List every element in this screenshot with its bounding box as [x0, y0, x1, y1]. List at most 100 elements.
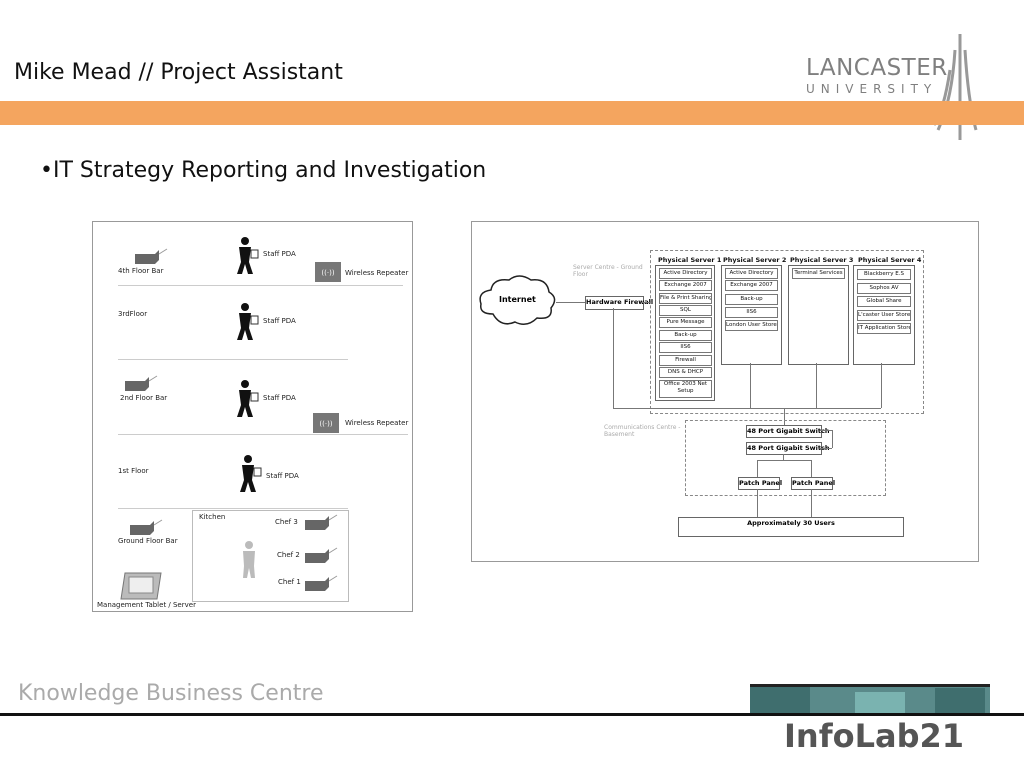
service-box: Back-up [725, 294, 778, 305]
floor-divider [118, 359, 348, 360]
internet-label: Internet [499, 295, 536, 304]
server-3-rack [788, 265, 849, 365]
svg-text:((·)): ((·)) [319, 420, 332, 428]
service-box: Office 2003 Net Setup [659, 380, 712, 398]
floor-divider [118, 508, 348, 509]
logo-sub: UNIVERSITY [806, 82, 938, 96]
connector-line [820, 448, 832, 449]
server-title: Physical Server 4 [858, 256, 922, 264]
comm-centre-zone [685, 420, 886, 496]
wireless-repeater-icon: ((·)) [313, 413, 339, 433]
service-box: Global Share [857, 296, 911, 307]
service-box: Active Directory [659, 268, 712, 279]
network-diagram: Internet Hardware Firewall Server Centre… [471, 221, 979, 562]
lancaster-logo: LANCASTER UNIVERSITY [806, 55, 948, 97]
staff-pda-person-icon [237, 380, 259, 417]
floor-divider [118, 285, 403, 286]
server-title: Physical Server 1 [658, 256, 722, 264]
floor-label: Ground Floor Bar [118, 537, 178, 545]
staff-pda-person-icon [237, 303, 259, 340]
kitchen-area [192, 510, 349, 602]
chef-label: Chef 1 [278, 578, 301, 586]
footer-text: Knowledge Business Centre [18, 681, 324, 706]
service-box: L'caster User Stores [857, 310, 911, 321]
connector-line [811, 460, 812, 477]
management-tablet-icon [120, 572, 162, 600]
connector-line [784, 408, 785, 427]
bar-terminal-icon [130, 519, 163, 535]
comm-centre-label: Communications Centre - Basement [604, 424, 681, 438]
logo-name: LANCASTER [806, 55, 948, 81]
connector-line [816, 363, 817, 408]
wireless-floor-diagram: 4th Floor Bar Staff PDA ((·)) Wireless R… [92, 221, 413, 612]
service-box: Active Directory [725, 268, 778, 279]
floor-label: 1st Floor [118, 467, 149, 475]
connector-line [832, 430, 833, 448]
chef-terminal-icon [305, 547, 338, 563]
service-box: IT Application Stores [857, 323, 911, 334]
bar-terminal-icon [125, 375, 158, 391]
internet-cloud-icon [479, 275, 556, 325]
service-box: Terminal Services [792, 268, 845, 279]
bar-terminal-icon [135, 248, 168, 264]
floor-label: 3rdFloor [118, 310, 148, 318]
chef-person-icon [243, 541, 255, 578]
service-box: File & Print Sharing [659, 293, 712, 304]
service-box: DNS & DHCP [659, 367, 712, 378]
service-box: Sophos AV [857, 283, 911, 294]
service-box: Back-up [659, 330, 712, 341]
service-box: Firewall [659, 355, 712, 366]
chef-terminal-icon [305, 575, 338, 591]
connector-line [750, 363, 751, 408]
connector-line [556, 302, 585, 303]
kitchen-label: Kitchen [199, 513, 226, 521]
service-box: IIS6 [659, 342, 712, 353]
staff-pda-person-icon [240, 455, 262, 492]
wireless-repeater-icon: ((·)) [315, 262, 341, 282]
floor-label: 2nd Floor Bar [120, 394, 168, 402]
users-box: Approximately 30 Users [678, 517, 904, 537]
connector-line [642, 302, 652, 303]
server-centre-zone [650, 250, 924, 414]
server-title: Physical Server 2 [723, 256, 787, 264]
server-title: Physical Server 3 [790, 256, 854, 264]
connector-line [811, 489, 812, 517]
floor-label: 4th Floor Bar [118, 267, 164, 275]
infolab-building-icon [750, 684, 990, 714]
gigabit-switch-box: 48 Port Gigabit Switch [746, 442, 829, 455]
header-accent-bar [0, 101, 1024, 125]
patch-panel-box: Patch Panel [791, 477, 835, 490]
staff-pda-label: Staff PDA [263, 394, 296, 402]
connector-line [757, 460, 811, 461]
service-box: Exchange 2007 [659, 280, 712, 291]
floor-divider [118, 434, 408, 435]
infolab-logo: InfoLab21 [784, 717, 965, 755]
connector-line [613, 308, 614, 408]
connector-line [820, 430, 832, 431]
service-box: Exchange 2007 [725, 280, 778, 291]
connector-line [757, 489, 758, 517]
connector-line [613, 408, 881, 409]
service-box: Pure Message [659, 317, 712, 328]
lancaster-spire-icon [932, 34, 978, 140]
staff-pda-label: Staff PDA [266, 472, 299, 480]
chef-label: Chef 3 [275, 518, 298, 526]
chef-label: Chef 2 [277, 551, 300, 559]
connector-line [757, 460, 758, 477]
svg-text:((·)): ((·)) [321, 269, 334, 277]
bullet-point: •IT Strategy Reporting and Investigation [40, 158, 487, 183]
service-box: IIS6 [725, 307, 778, 318]
wireless-repeater-label: Wireless Repeater [345, 269, 409, 277]
staff-pda-person-icon [237, 237, 259, 274]
slide-title: Mike Mead // Project Assistant [14, 60, 343, 85]
service-box: SQL [659, 305, 712, 316]
service-box: Blackberry E.S [857, 269, 911, 280]
patch-panel-box: Patch Panel [738, 477, 782, 490]
connector-line [783, 454, 784, 460]
management-label: Management Tablet / Server [97, 601, 196, 609]
chef-terminal-icon [305, 514, 338, 530]
hardware-firewall-box: Hardware Firewall [585, 296, 653, 310]
server-centre-label: Server Centre - Ground Floor [573, 264, 643, 278]
connector-line [881, 363, 882, 408]
staff-pda-label: Staff PDA [263, 250, 296, 258]
